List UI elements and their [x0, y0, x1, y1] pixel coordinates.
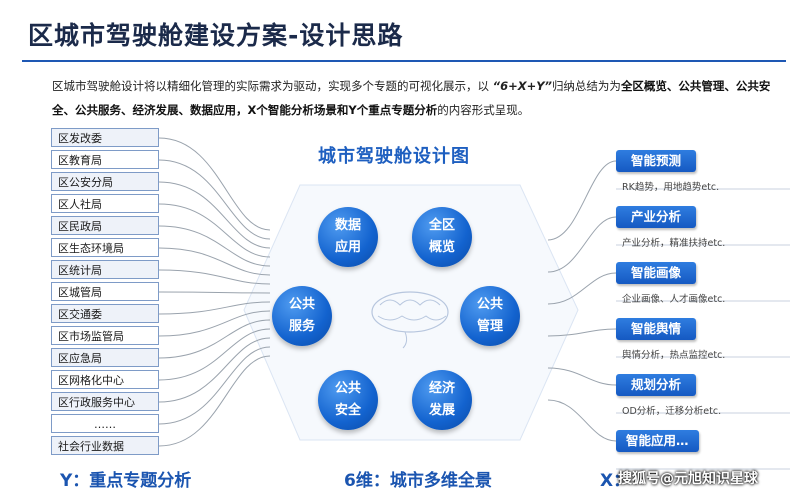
department-item: 区应急局 [51, 348, 159, 367]
department-item: 区市场监管局 [51, 326, 159, 345]
department-list: 区发改委区教育局区公安分局区人社局区民政局区生态环境局区统计局区城管局区交通委区… [51, 128, 159, 458]
department-item: 区行政服务中心 [51, 392, 159, 411]
scenario-button[interactable]: 智能画像 [616, 262, 696, 284]
department-connector [158, 301, 271, 315]
scenario-button[interactable]: 智能舆情 [616, 318, 696, 340]
department-connector [158, 355, 271, 447]
department-connector [158, 159, 271, 240]
node-economic-development: 经济发展 [412, 370, 472, 430]
scenario-item: 产业分析产业分析，精准扶持etc. [604, 206, 794, 262]
diagram-title: 城市驾驶舱设计图 [318, 146, 470, 167]
left-connector-lines [158, 137, 271, 447]
node-public-service: 公共服务 [272, 286, 332, 346]
department-connector [158, 291, 271, 294]
scenario-description: RK趋势，用地趋势etc. [622, 182, 720, 193]
scenario-connector [547, 216, 617, 273]
brain-icon [371, 291, 449, 349]
department-connector [158, 346, 271, 425]
intro-text-1: 区城市驾驶舱设计将以精细化管理的实际需求为驱动，实现多个专题的可视化展示，以 [52, 79, 489, 93]
intro-highlight: 全区概览、公共管理、公共安全、公共服务、经济发展、数据应用，X个智能分析场景和Y… [52, 79, 771, 117]
department-item: 区民政局 [51, 216, 159, 235]
node-public-management: 公共管理 [460, 286, 520, 346]
department-item: 区人社局 [51, 194, 159, 213]
department-item: 社会行业数据 [51, 436, 159, 455]
scenario-connector [547, 272, 617, 305]
scenario-item: 智能画像企业画像、人才画像etc. [604, 262, 794, 318]
scenario-button[interactable]: 智能应用… [616, 430, 699, 452]
department-connector [158, 269, 271, 285]
scenario-item: 智能应用… [604, 430, 794, 486]
department-connector [158, 203, 271, 258]
scenario-item: 智能预测 RK趋势，用地趋势etc. [604, 150, 794, 206]
scenario-connector [547, 328, 617, 337]
department-item: 区统计局 [51, 260, 159, 279]
department-item: 区发改委 [51, 128, 159, 147]
scenario-connector [547, 367, 617, 386]
scenario-description: OD分析，迁移分析etc. [622, 406, 722, 417]
node-data-application: 数据应用 [318, 207, 378, 267]
department-connector [158, 247, 271, 276]
scenario-connector [547, 399, 617, 442]
department-item: …… [51, 414, 159, 433]
six-dimension-label: 6维：城市多维全景 [344, 471, 492, 491]
scenario-description: 企业画像、人才画像etc. [622, 294, 726, 305]
department-item: 区生态环境局 [51, 238, 159, 257]
department-connector [158, 181, 271, 249]
watermark: 搜狐号@元旭知识星球 [618, 471, 758, 487]
page-title: 区城市驾驶舱建设方案-设计思路 [28, 21, 404, 50]
department-connector [158, 319, 271, 359]
node-district-overview: 全区概览 [412, 207, 472, 267]
scenario-button[interactable]: 规划分析 [616, 374, 696, 396]
department-connector [158, 225, 271, 267]
department-item: 区网格化中心 [51, 370, 159, 389]
scenario-connector [547, 160, 617, 241]
department-item: 区交通委 [51, 304, 159, 323]
scenario-button[interactable]: 智能预测 [616, 150, 696, 172]
department-item: 区教育局 [51, 150, 159, 169]
right-connector-lines [547, 160, 790, 470]
x-scenario-label: X： [600, 471, 631, 491]
scenario-item: 规划分析 OD分析，迁移分析etc. [604, 374, 794, 430]
scenario-description: 舆情分析，热点监控etc. [622, 350, 726, 361]
department-connector [158, 337, 271, 403]
node-public-safety: 公共安全 [318, 370, 378, 430]
department-item: 区公安分局 [51, 172, 159, 191]
department-connector [158, 328, 271, 381]
y-topic-label: Y：重点专题分析 [60, 471, 192, 491]
intro-paragraph: 区城市驾驶舱设计将以精细化管理的实际需求为驱动，实现多个专题的可视化展示，以 “… [52, 74, 772, 122]
department-connector [158, 137, 271, 231]
intro-formula: “6+X+Y” [492, 79, 552, 93]
department-item: 区城管局 [51, 282, 159, 301]
scenario-item: 智能舆情舆情分析，热点监控etc. [604, 318, 794, 374]
scenario-description: 产业分析，精准扶持etc. [622, 238, 726, 249]
intro-text-3: 的内容形式呈现。 [437, 103, 530, 117]
department-connector [158, 310, 271, 337]
title-divider [22, 60, 786, 62]
intro-text-2: 归纳总结为为 [551, 79, 621, 93]
scenario-button[interactable]: 产业分析 [616, 206, 696, 228]
